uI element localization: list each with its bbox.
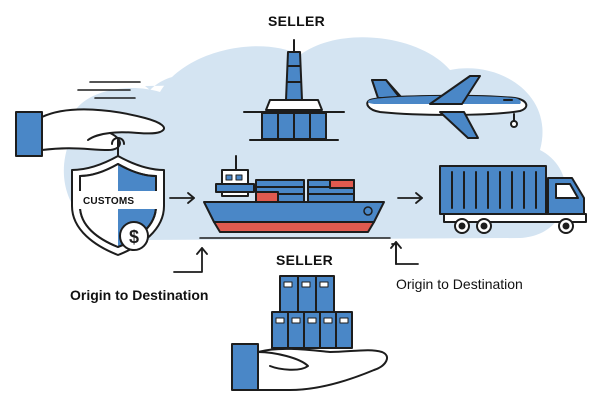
customs-label: CUSTOMS — [83, 196, 135, 207]
protecting-hand-icon — [15, 108, 165, 157]
origin-to-destination-right-label: Origin to Destination — [396, 276, 523, 292]
dollar-coin-icon: $ — [119, 221, 149, 251]
dollar-symbol: $ — [129, 227, 139, 247]
open-hand-icon — [231, 343, 389, 391]
container-truck-icon — [439, 165, 587, 234]
arrow-right-icon — [169, 192, 195, 204]
container-stack-icon — [271, 275, 353, 349]
origin-to-destination-left-label: Origin to Destination — [70, 287, 209, 303]
elbow-arrow-icon — [173, 247, 208, 273]
arrow-right-icon — [397, 192, 423, 204]
cargo-ship-icon — [199, 155, 391, 239]
seller-bottom-label: SELLER — [276, 252, 334, 268]
motion-lines — [77, 81, 141, 99]
airplane-icon — [366, 75, 528, 139]
oil-platform-icon — [243, 39, 345, 141]
elbow-arrow-icon — [390, 241, 419, 265]
seller-top-label: SELLER — [268, 13, 326, 29]
